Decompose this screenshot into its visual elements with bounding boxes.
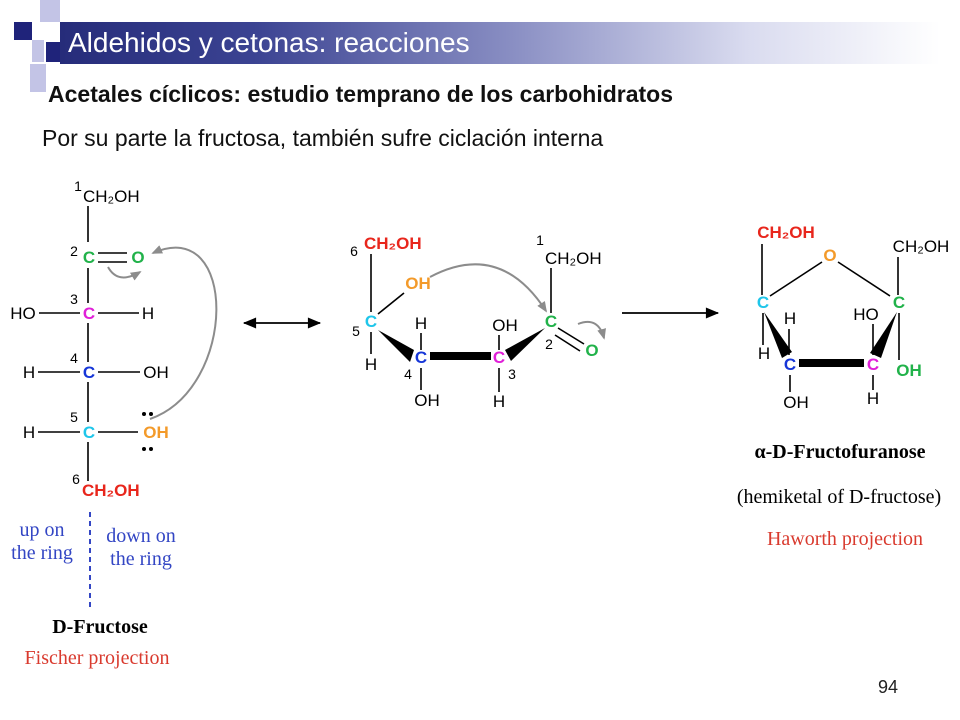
lone-pair-dot xyxy=(149,447,153,451)
haworth-projection-label: Haworth projection xyxy=(767,528,923,550)
c6-hydroxymethyl-group: CH₂OH xyxy=(757,223,815,242)
down-on-ring-label-line2: the ring xyxy=(110,548,172,570)
haworth-projection: CH₂OH O CH₂OH C C H H C OH HO C H OH α-D… xyxy=(737,223,950,550)
carbonyl-oxygen: O xyxy=(585,341,598,360)
carbon-number-5: 5 xyxy=(70,409,78,425)
carbon-number-1: 1 xyxy=(74,178,82,194)
c4-up-substituent: H xyxy=(784,309,796,328)
fischer-compound-name: D-Fructose xyxy=(52,616,148,638)
wedge-bond xyxy=(378,330,414,362)
c5-hydrogen: H xyxy=(365,355,377,374)
title-bar: Aldehidos y cetonas: reacciones xyxy=(60,22,940,64)
nucleophilic-attack-arrow xyxy=(149,245,218,420)
c1-hydroxymethyl-group: CH₂OH xyxy=(545,249,602,268)
c3-left-substituent: HO xyxy=(10,304,36,323)
c5-carbon: C xyxy=(365,312,377,331)
haworth-description: (hemiketal of D-fructose) xyxy=(737,486,941,508)
haworth-compound-name: α-D-Fructofuranose xyxy=(754,441,925,463)
c6-hydroxymethyl-group: CH₂OH xyxy=(82,481,140,500)
ring-bond xyxy=(769,261,823,297)
decorative-square xyxy=(40,0,60,22)
fischer-projection-label: Fischer projection xyxy=(25,647,170,669)
c4-right-substituent: OH xyxy=(143,363,169,382)
c2-carbon: C xyxy=(83,248,95,267)
c3-carbon: C xyxy=(83,304,95,323)
c5-carbon: C xyxy=(757,293,769,312)
carbon-number-5: 5 xyxy=(352,323,360,339)
wedge-bond xyxy=(505,328,545,361)
carbon-number-6: 6 xyxy=(72,471,80,487)
c5-carbon: C xyxy=(83,423,95,442)
fischer-projection: 1 CH₂OH 2 C O 3 HO C H 4 H C OH 5 H C OH xyxy=(10,178,218,669)
up-on-ring-label-line2: the ring xyxy=(11,542,73,564)
c2-carbon: C xyxy=(893,293,905,312)
decorative-square xyxy=(14,22,32,40)
slide-body-text: Por su parte la fructosa, también sufre … xyxy=(42,125,604,151)
decorative-square xyxy=(30,64,46,92)
wedge-bond xyxy=(870,312,897,358)
carbon-number-2: 2 xyxy=(545,336,553,352)
carbon-number-2: 2 xyxy=(70,243,78,259)
c5-hydroxyl: OH xyxy=(143,423,169,442)
c3-up-substituent: HO xyxy=(853,305,879,324)
c6-hydroxymethyl-group: CH₂OH xyxy=(364,234,422,253)
c3-right-substituent: H xyxy=(142,304,154,323)
carbonyl-double-bond xyxy=(557,327,585,345)
c4-down-substituent: OH xyxy=(783,393,809,412)
lone-pair-dot xyxy=(142,412,146,416)
open-chain-structure: 6 CH₂OH OH 5 C H C 4 H OH C 3 OH H C 2 1… xyxy=(350,232,606,411)
c4-carbon: C xyxy=(784,355,796,374)
carbon-number-3: 3 xyxy=(508,366,516,382)
ring-oxygen: O xyxy=(823,246,836,265)
carbon-number-1: 1 xyxy=(536,232,544,248)
c1-hydroxymethyl-group: CH₂OH xyxy=(893,237,950,256)
carbonyl-oxygen: O xyxy=(131,248,144,267)
c3-down-substituent: H xyxy=(867,389,879,408)
c3-carbon: C xyxy=(867,355,879,374)
c4-up-substituent: H xyxy=(415,314,427,333)
anomeric-hydroxyl: OH xyxy=(896,361,922,380)
carbon-number-4: 4 xyxy=(70,350,78,366)
c3-up-substituent: OH xyxy=(492,316,518,335)
decorative-square xyxy=(32,40,44,62)
nucleophilic-attack-arrow xyxy=(429,263,547,313)
lone-pair-dot xyxy=(142,447,146,451)
wedge-bond xyxy=(764,312,792,358)
slide-title: Aldehidos y cetonas: reacciones xyxy=(68,27,470,58)
down-on-ring-label-line1: down on xyxy=(106,525,175,547)
c5-down-substituent: H xyxy=(758,344,770,363)
decorative-square xyxy=(46,42,60,62)
c3-down-substituent: H xyxy=(493,392,505,411)
carbon-number-6: 6 xyxy=(350,243,358,259)
c4-down-substituent: OH xyxy=(414,391,440,410)
slide-subtitle: Acetales cíclicos: estudio temprano de l… xyxy=(48,81,674,107)
up-on-ring-label-line1: up on xyxy=(20,519,65,541)
electron-push-arrow xyxy=(577,320,606,340)
page-number: 94 xyxy=(878,677,899,697)
c4-carbon: C xyxy=(415,348,427,367)
c1-hydroxymethyl-group: CH₂OH xyxy=(83,187,140,206)
electron-push-arrow xyxy=(107,266,142,281)
carbon-number-3: 3 xyxy=(70,291,78,307)
c4-left-substituent: H xyxy=(23,363,35,382)
carbon-number-4: 4 xyxy=(404,366,412,382)
bond xyxy=(377,292,405,315)
c2-carbon: C xyxy=(545,312,557,331)
c5-left-substituent: H xyxy=(23,423,35,442)
c4-carbon: C xyxy=(83,363,95,382)
ring-bond xyxy=(837,261,891,297)
carbonyl-double-bond xyxy=(554,334,581,352)
c3-carbon: C xyxy=(493,348,505,367)
c5-hydroxyl: OH xyxy=(405,274,431,293)
lone-pair-dot xyxy=(149,412,153,416)
